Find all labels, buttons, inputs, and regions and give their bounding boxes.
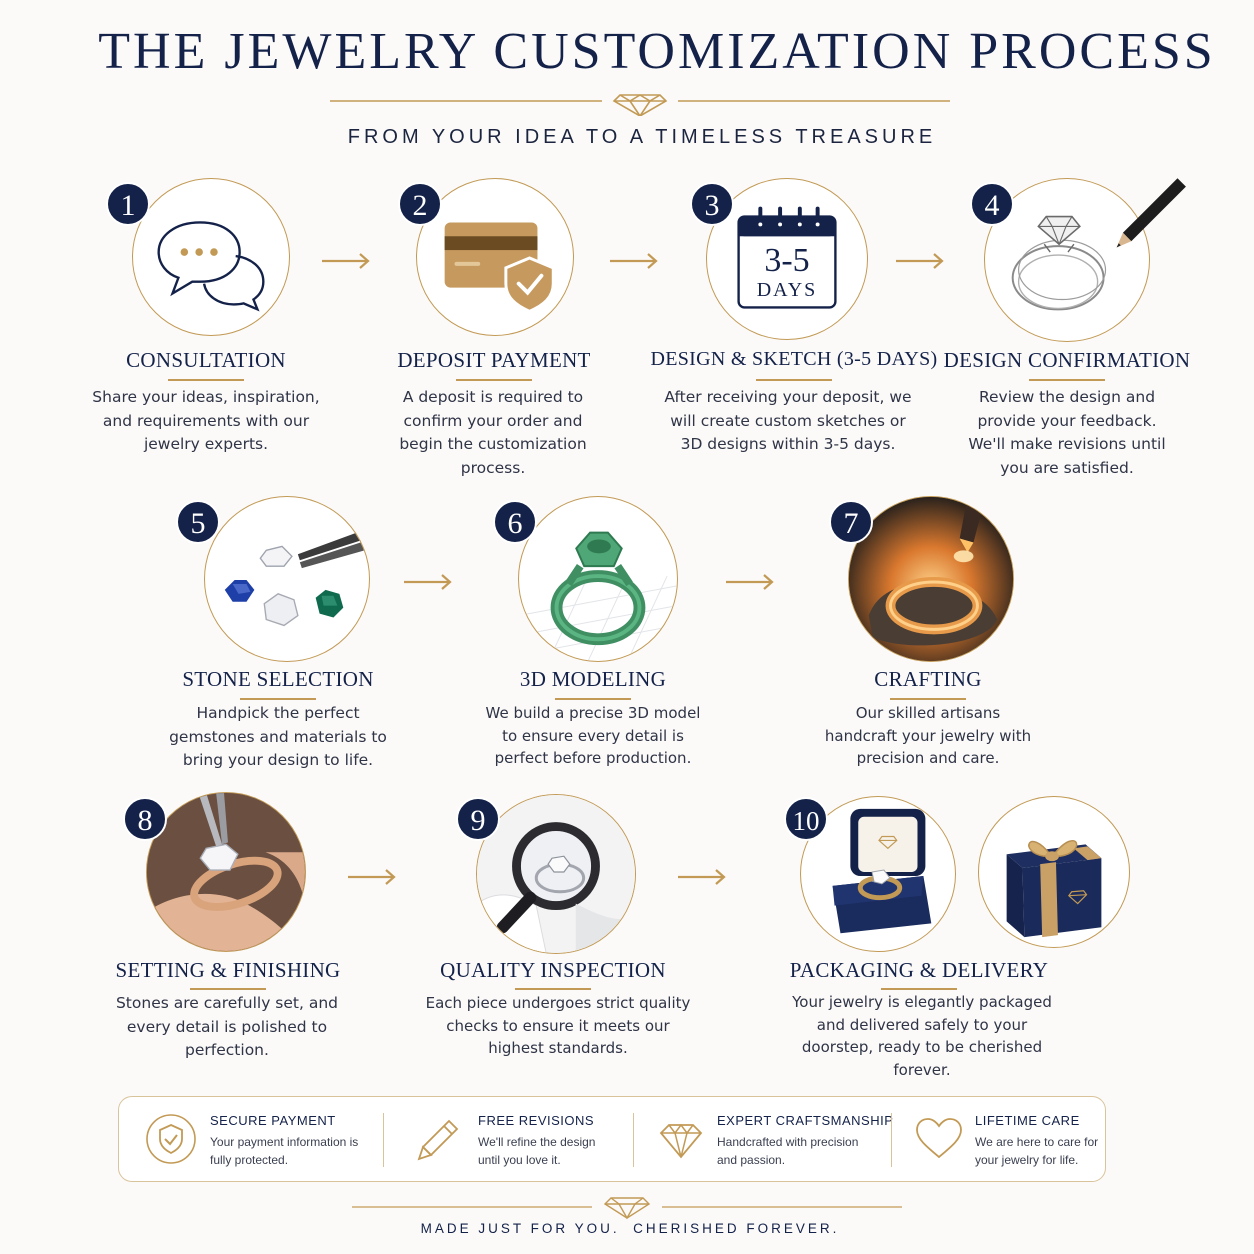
step-1-title: CONSULTATION [126,348,286,372]
step-5-description: Handpick the perfect gemstones and mater… [169,704,387,769]
ring-setting-tweezers-icon [147,793,305,951]
chat-bubbles-icon [157,221,265,312]
step-3-number: 3 [690,182,734,226]
step-10-rule [881,988,957,990]
step-9-description: Each piece undergoes strict quality chec… [425,994,691,1057]
step-8-image [146,792,306,952]
features-bar: SECURE PAYMENT Your payment information … [118,1096,1106,1182]
pencil-icon [417,1119,459,1161]
feature-title: LIFETIME CARE [975,1113,1080,1128]
feature-divider [383,1113,384,1167]
step-8-number: 8 [123,797,167,841]
step-10-image-gift [978,796,1130,948]
step-3-rule [756,379,832,381]
step-10-number: 10 [784,797,828,841]
step-2-image [416,178,574,336]
step-6-description: We build a precise 3D model to ensure ev… [485,704,701,767]
step-7-title: CRAFTING [874,667,982,691]
step-8-rule [190,988,266,990]
ring-sketch-pencil-icon [1011,215,1107,311]
footer-divider [352,1197,902,1220]
step-6-number: 6 [493,500,537,544]
arrow-3-4 [896,253,944,269]
step-3-description: After receiving your deposit, we will cr… [664,388,912,453]
step-9-rule [515,988,591,990]
calendar-icon [737,206,837,309]
step-9-title: QUALITY INSPECTION [440,958,666,982]
arrow-9-10 [678,869,726,885]
arrow-5-6 [404,574,452,590]
step-1-number: 1 [106,182,150,226]
shield-check-icon [146,1114,196,1164]
footer-tagline: MADE JUST FOR YOU. CHERISHED FOREVER. [420,1221,840,1236]
step-4-description: Review the design and provide your feedb… [968,388,1166,477]
diamond-icon [659,1123,703,1159]
step-10-description: Your jewelry is elegantly packaged and d… [792,993,1052,1079]
gemstones-tweezers-icon [224,528,369,627]
step-1-image [132,178,290,336]
page-title: THE JEWELRY CUSTOMIZATION PROCESS [98,23,1216,80]
step-5-title: STONE SELECTION [182,667,374,691]
step-4-title: DESIGN CONFIRMATION [943,348,1191,372]
step-4-number: 4 [970,182,1014,226]
step-8-description: Stones are carefully set, and every deta… [115,994,339,1059]
feature-title: EXPERT CRAFTSMANSHIP [717,1113,894,1128]
feature-title: SECURE PAYMENT [210,1113,336,1128]
step-8-title: SETTING & FINISHING [115,958,341,982]
calendar-value: 3-5 [764,242,810,279]
credit-card-shield-icon [444,222,555,313]
ring-torch-crafting-icon [849,497,1013,661]
pencil-icon [1116,178,1186,248]
feature-free-revisions: FREE REVISIONS We'll refine the design u… [385,1097,635,1183]
step-2-title: DEPOSIT PAYMENT [397,348,591,372]
diamond-icon [603,1197,651,1220]
step-7-rule [890,698,966,700]
magnifier-ring-icon [477,795,635,953]
diamond-icon [612,94,668,116]
feature-description: Your payment information is fully protec… [210,1135,359,1167]
title-divider [330,94,950,116]
feature-description: Handcrafted with precision and passion. [717,1135,859,1167]
step-4-rule [1029,379,1105,381]
feature-secure-payment: SECURE PAYMENT Your payment information … [119,1097,379,1183]
step-9-number: 9 [456,797,500,841]
step-10-title: PACKAGING & DELIVERY [789,958,1049,982]
step-7-number: 7 [829,500,873,544]
feature-divider [891,1113,892,1167]
step-1-rule [168,379,244,381]
heart-icon [916,1118,962,1159]
ring-box-icon [832,808,932,934]
arrow-8-9 [348,869,396,885]
feature-title: FREE REVISIONS [478,1113,595,1128]
calendar-unit: DAYS [756,279,818,301]
step-2-description: A deposit is required to confirm your or… [399,388,587,477]
feature-expert-craftsmanship: EXPERT CRAFTSMANSHIP Handcrafted with pr… [635,1097,893,1183]
step-5-number: 5 [176,500,220,544]
step-6-rule [555,698,631,700]
step-7-description: Our skilled artisans handcraft your jewe… [824,704,1032,767]
step-2-number: 2 [398,182,442,226]
step-6-title: 3D MODELING [519,667,667,691]
step-1-description: Share your ideas, inspiration, and requi… [92,388,320,453]
step-6-image [518,496,678,662]
step-5-image [204,496,370,662]
feature-description: We'll refine the design until you love i… [478,1135,596,1167]
arrow-6-7 [726,574,774,590]
step-3-title: DESIGN & SKETCH (3-5 DAYS) [650,348,938,370]
page-subtitle: FROM YOUR IDEA TO A TIMELESS TREASURE [347,126,937,148]
arrow-1-2 [322,253,370,269]
feature-description: We are here to care for your jewelry for… [975,1135,1099,1167]
step-9-image [476,794,636,954]
feature-divider [633,1113,634,1167]
step-5-rule [240,698,316,700]
feature-lifetime-care: LIFETIME CARE We are here to care for yo… [893,1097,1103,1183]
gift-box-icon [1006,840,1102,938]
arrow-2-3 [610,253,658,269]
3d-ring-model-icon [519,531,677,661]
step-2-rule [456,379,532,381]
step-10-image-box [800,796,956,952]
